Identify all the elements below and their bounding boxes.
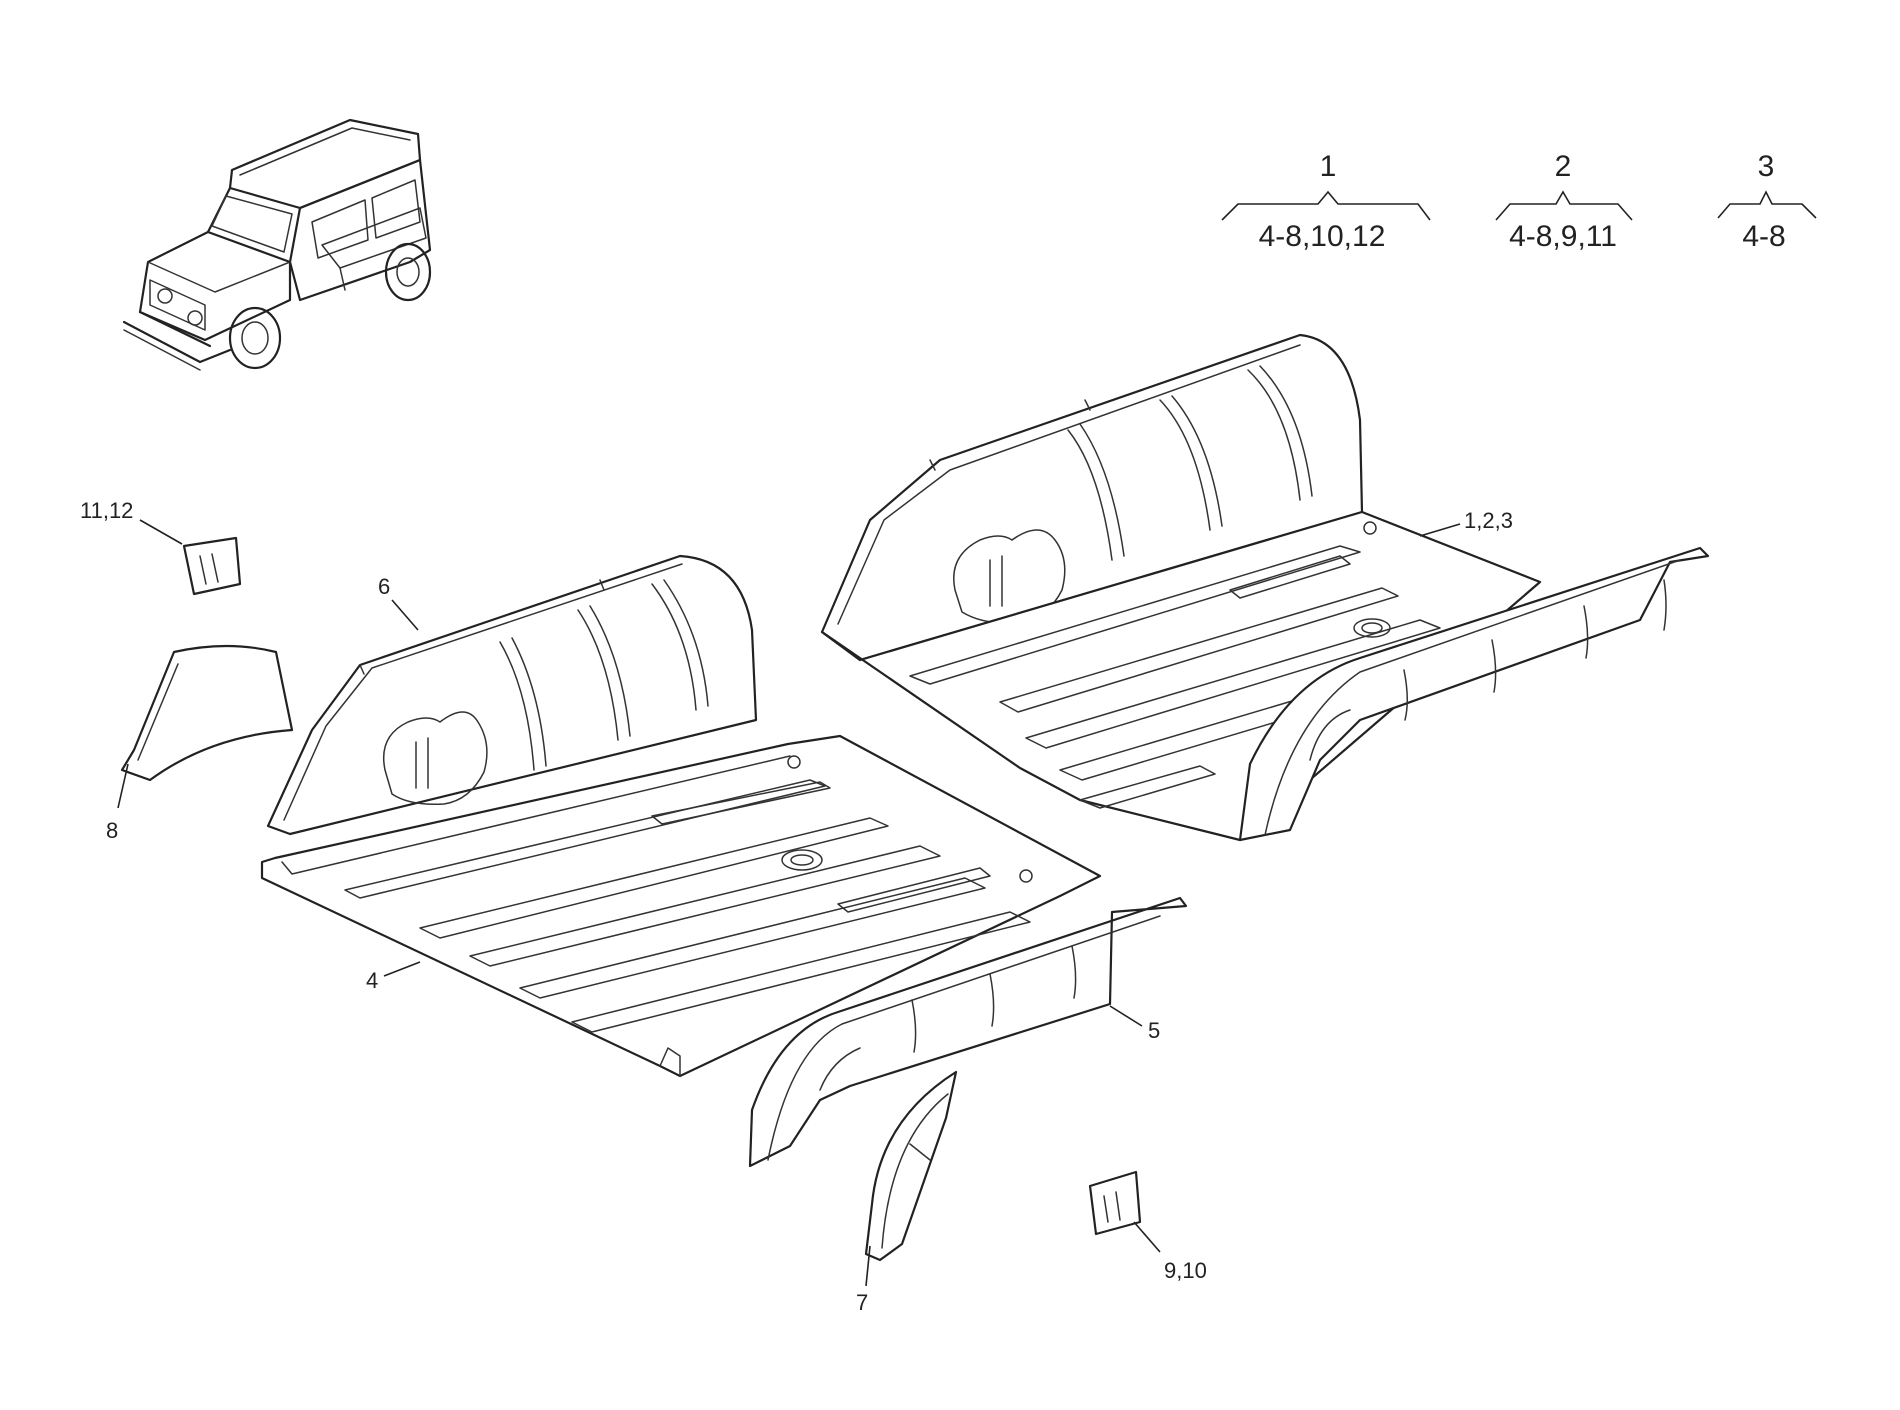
bracket-left <box>182 536 242 596</box>
callout-bracket-left: 11,12 <box>80 498 183 545</box>
vehicle-thumbnail-icon <box>122 118 432 371</box>
variant-range: 4-8,9,11 <box>1509 220 1617 253</box>
callout-label: 11,12 <box>80 498 133 523</box>
floor-panel <box>260 734 1102 1078</box>
variant-range: 4-8,10,12 <box>1259 220 1386 253</box>
variant-brace <box>1221 190 1431 221</box>
callout-floor-panel: 4 <box>366 961 421 993</box>
variant-3: 3 4-8 <box>1717 150 1817 253</box>
callout-label: 4 <box>366 968 378 993</box>
callout-wheel-arch-right: 7 <box>856 1245 871 1315</box>
callout-label: 7 <box>856 1290 868 1315</box>
callout-bracket-right: 9,10 <box>1133 1221 1207 1283</box>
variant-number: 1 <box>1320 150 1337 183</box>
floor-assembly <box>820 333 1710 842</box>
variant-brace <box>1495 190 1633 221</box>
variant-1: 1 4-8,10,12 <box>1221 150 1431 253</box>
callout-label: 8 <box>106 818 118 843</box>
callout-label: 9,10 <box>1164 1258 1207 1283</box>
callout-wheel-arch-left: 8 <box>106 763 129 843</box>
callout-floor-assembly: 1,2,3 <box>1419 508 1513 537</box>
variant-brace <box>1717 190 1817 219</box>
variant-range: 4-8 <box>1742 220 1785 253</box>
callout-label: 6 <box>378 574 390 599</box>
variant-2: 2 4-8,9,11 <box>1495 150 1633 253</box>
rear-panel <box>266 554 758 836</box>
callout-label: 1,2,3 <box>1464 508 1513 533</box>
callout-side-member: 5 <box>1109 1005 1160 1043</box>
callout-rear-panel: 6 <box>378 574 419 631</box>
callout-label: 5 <box>1148 1018 1160 1043</box>
variant-number: 2 <box>1555 150 1572 183</box>
side-member-right <box>748 896 1188 1168</box>
wheel-arch-left <box>120 644 294 782</box>
bracket-right <box>1088 1170 1142 1236</box>
variant-legend: 1 4-8,10,12 2 4-8,9,11 3 4-8 <box>1221 150 1817 253</box>
wheel-arch-right <box>864 1070 958 1262</box>
variant-number: 3 <box>1758 150 1775 183</box>
